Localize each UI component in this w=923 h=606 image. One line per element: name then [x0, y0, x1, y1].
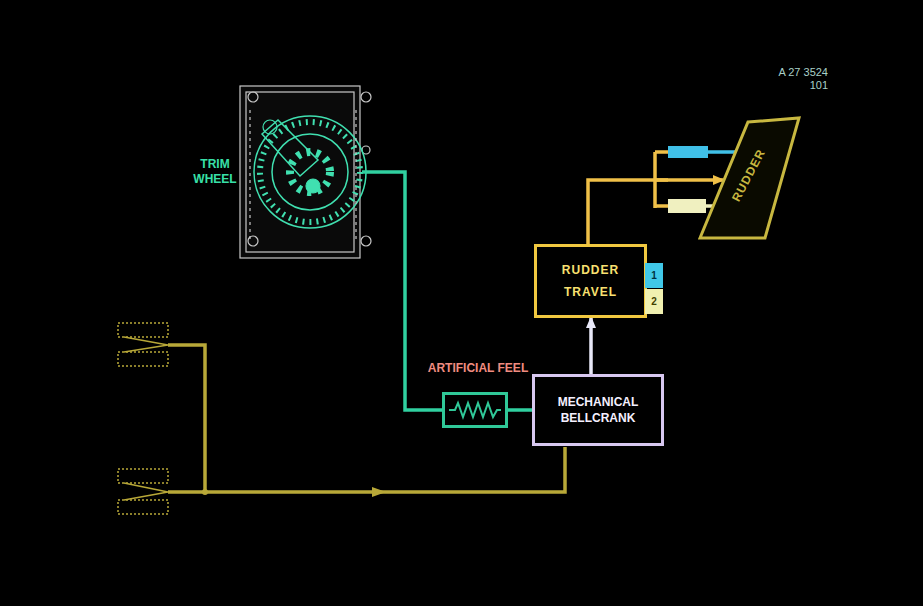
- flow-arrowhead: [372, 487, 386, 497]
- drawing-reference: 101: [810, 79, 828, 91]
- node-label: TRIM WHEEL: [188, 157, 242, 187]
- node-label: RUDDER TRAVEL: [537, 259, 644, 303]
- node-label: 1: [651, 268, 657, 283]
- drawing-reference: A 27 3524: [778, 66, 828, 78]
- trim-wheel-node: TRIM WHEEL: [186, 85, 362, 258]
- junction-dot: [202, 489, 208, 495]
- node-label: ARTIFICIAL FEEL: [415, 361, 541, 376]
- trim-wheel-illustration: [240, 86, 371, 258]
- system-2-tag: 2: [645, 289, 663, 314]
- system-1-tag: 1: [645, 263, 663, 288]
- spring-symbol: [445, 395, 505, 425]
- rudder-surface: RUDDER: [698, 116, 802, 241]
- pedal-linkage: [168, 345, 565, 492]
- rudder-pedals: [118, 323, 168, 514]
- node-label: MECHANICAL BELLCRANK: [535, 394, 661, 426]
- connector: [589, 318, 593, 374]
- bellcrank-box: MECHANICAL BELLCRANK: [532, 374, 664, 446]
- node-label: 2: [651, 294, 657, 309]
- rudder-travel-box: RUDDER TRAVEL: [534, 244, 647, 318]
- artificial-feel-box: ARTIFICIAL FEEL: [442, 392, 508, 428]
- connector: [508, 408, 532, 412]
